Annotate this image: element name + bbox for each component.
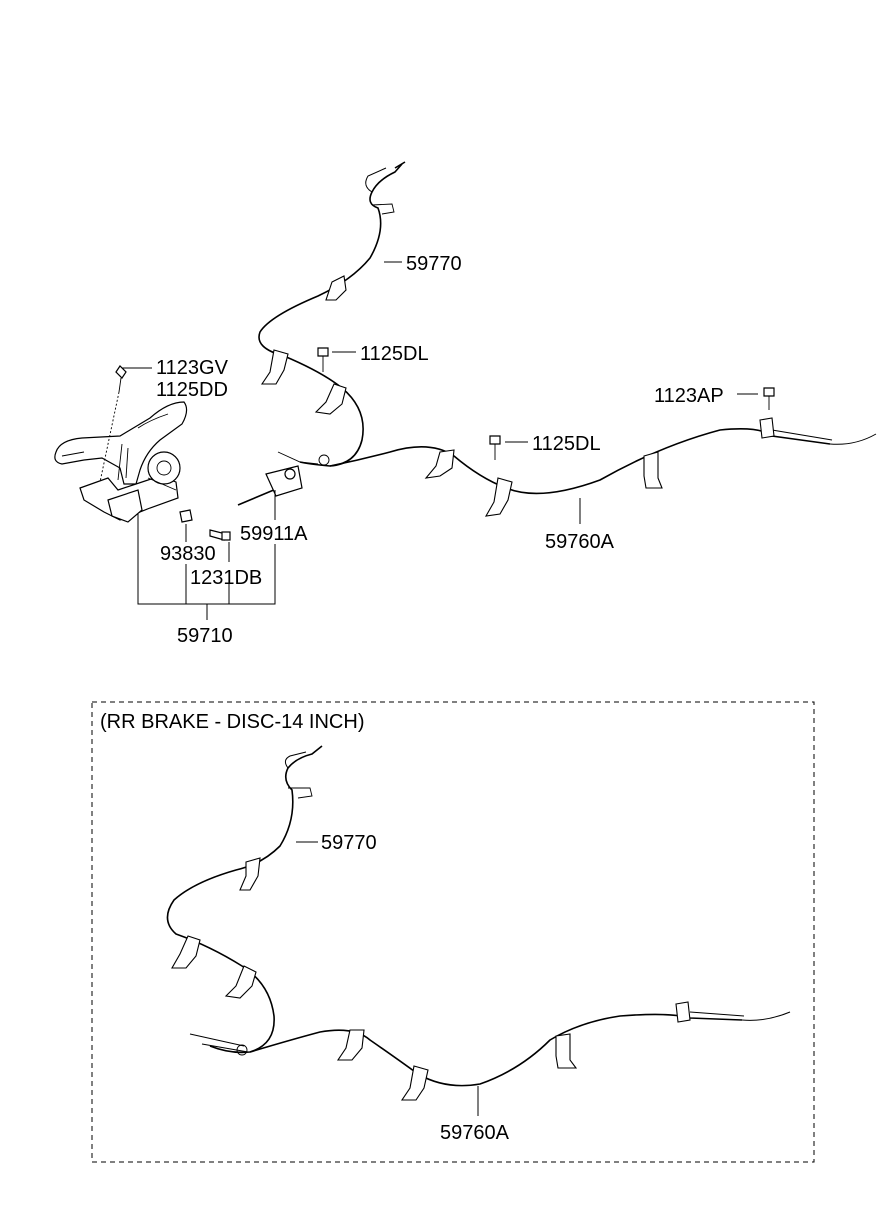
hardware-upper — [179, 347, 775, 541]
front-cable-upper — [258, 161, 406, 467]
leader-lines-lower — [296, 841, 479, 1116]
label-1125dd: 1125DD — [156, 379, 228, 401]
label-1231db: 1231DB — [190, 567, 262, 589]
label-93830: 93830 — [160, 543, 216, 565]
equalizer — [237, 451, 330, 506]
rear-cable-lower — [249, 1001, 791, 1101]
variant-box — [91, 701, 815, 1163]
label-59760a-upper: 59760A — [545, 531, 615, 553]
label-1123ap: 1123AP — [654, 385, 724, 407]
label-59710: 59710 — [177, 625, 233, 647]
label-1123gv: 1123GV — [156, 357, 229, 379]
label-59911a: 59911A — [240, 523, 308, 545]
label-59760a-lower: 59760A — [440, 1122, 510, 1144]
leader-lines-upper — [122, 261, 758, 620]
label-1125dl-mid: 1125DL — [532, 433, 601, 455]
label-59770-upper: 59770 — [406, 253, 462, 275]
label-1125dl-upper: 1125DL — [360, 343, 429, 365]
label-59770-lower: 59770 — [321, 832, 377, 854]
rear-cable-upper — [329, 417, 877, 517]
front-cable-lower — [166, 745, 323, 1056]
lever-assembly — [54, 365, 188, 523]
variant-title: (RR BRAKE - DISC-14 INCH) — [100, 711, 364, 733]
